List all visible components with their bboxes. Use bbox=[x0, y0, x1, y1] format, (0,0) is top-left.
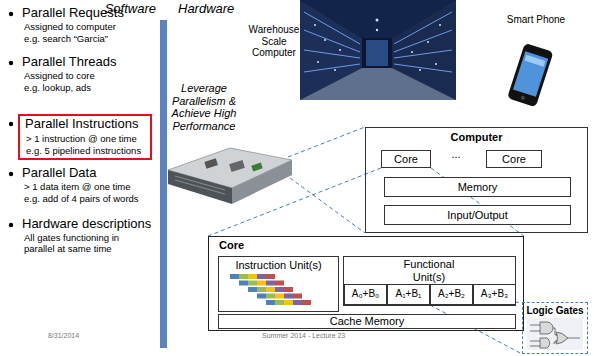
bullet bbox=[9, 61, 13, 65]
node-text: Logic Gates bbox=[523, 305, 587, 317]
node-text: Memory bbox=[385, 181, 570, 194]
bullet-text: e.g. add of 4 pairs of words bbox=[24, 194, 158, 205]
core-box: Core bbox=[486, 150, 542, 168]
adder-cell: A₂+B₂ bbox=[430, 284, 473, 305]
functional-unit-box: Functional Unit(s) A₀+B₀A₁+B₁A₂+B₂A₃+B₃ bbox=[343, 256, 516, 306]
io-box: Input/Output bbox=[384, 205, 571, 225]
bullet bbox=[9, 12, 13, 16]
bullet-text: All gates functioning in parallel at sam… bbox=[24, 233, 142, 255]
bullet bbox=[9, 122, 13, 126]
node-subtext: > 1 instruction @ one time bbox=[26, 134, 150, 145]
cache-box: Cache Memory bbox=[218, 314, 516, 329]
slogan-text: Leverage Parallelism & Achieve High Perf… bbox=[170, 82, 238, 133]
dashed-line bbox=[430, 305, 522, 354]
node-text: A₀+B₀ bbox=[345, 288, 386, 300]
node-text: Cache Memory bbox=[219, 315, 515, 328]
footer-date: 8/31/2014 bbox=[48, 332, 108, 340]
adder-cell: A₃+B₃ bbox=[473, 284, 516, 305]
bullet-heading: Parallel Data bbox=[22, 166, 158, 181]
node-text: A₂+B₂ bbox=[431, 288, 472, 300]
computer-box: ComputerCore CoreMemoryInput/Output bbox=[365, 127, 588, 233]
logic-gates-box: Logic Gates bbox=[522, 302, 588, 354]
bullet-text: e.g. lookup, ads bbox=[24, 83, 158, 94]
zoom-lines bbox=[288, 127, 365, 233]
node-text: Functional Unit(s) bbox=[394, 258, 464, 283]
bullet-heading: Parallel Threads bbox=[22, 55, 158, 70]
dashed-line bbox=[208, 168, 381, 236]
bullets bbox=[9, 12, 13, 227]
node-text: A₁+B₁ bbox=[388, 288, 429, 300]
bullet-heading: Hardware descriptions bbox=[22, 217, 158, 232]
node-text: Core bbox=[487, 153, 541, 166]
memory-box: Memory bbox=[384, 177, 571, 197]
adder-cell: A₀+B₀ bbox=[344, 284, 387, 305]
node-text: Instruction Unit(s) bbox=[219, 259, 338, 272]
node-text: Core bbox=[382, 153, 430, 166]
image-caption: Smart Phone bbox=[506, 14, 566, 26]
footer-text: Summer 2014 - Lecture 23 bbox=[262, 332, 372, 340]
node-text: Input/Output bbox=[385, 209, 570, 222]
node-text: Parallel Instructions bbox=[25, 117, 149, 132]
bullet bbox=[9, 223, 13, 227]
image-caption: Warehouse Scale Computer bbox=[246, 24, 302, 59]
pipeline-illustration bbox=[230, 274, 311, 305]
core-detail-box: CoreInstruction Unit(s) Functional Unit(s… bbox=[208, 236, 524, 331]
bullet-text: Assigned to core bbox=[24, 71, 158, 82]
highlight-box: Parallel Instructions > 1 instruction @ o… bbox=[18, 114, 152, 160]
logic-gates-illustration bbox=[527, 318, 583, 350]
adder-cell: A₁+B₁ bbox=[387, 284, 430, 305]
bullet-text: Assigned to computer bbox=[24, 22, 158, 33]
node-text: Computer bbox=[366, 131, 587, 144]
server-image bbox=[168, 148, 292, 204]
node-text: Core bbox=[219, 239, 279, 252]
node-text: A₃+B₃ bbox=[474, 288, 515, 300]
heading-label: Hardware bbox=[178, 2, 248, 17]
ellipsis: ... bbox=[444, 148, 468, 161]
bullet-heading: Parallel Requests bbox=[22, 6, 158, 21]
phone-image bbox=[507, 43, 553, 107]
divider-bar bbox=[160, 20, 167, 348]
instruction-unit-box: Instruction Unit(s) bbox=[218, 256, 339, 312]
bullet-text: e.g. search “Garcia” bbox=[24, 34, 158, 45]
node-subtext: e.g. 5 pipelined instructions bbox=[26, 146, 150, 157]
datacenter-photo bbox=[300, 0, 456, 100]
bullet-text: > 1 data item @ one time bbox=[24, 182, 158, 193]
core-box: Core bbox=[381, 150, 431, 168]
bullet bbox=[9, 172, 13, 176]
